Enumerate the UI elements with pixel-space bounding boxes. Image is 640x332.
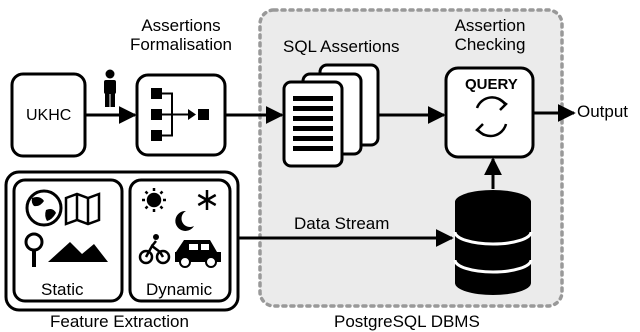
moon-icon: [175, 210, 194, 231]
cyclist-icon: [138, 234, 171, 265]
map-icon: [64, 192, 101, 226]
snowflake-icon: [197, 190, 217, 210]
person-icon: [104, 69, 116, 107]
ukhc-label: UKHC: [26, 107, 72, 124]
document-stack-icon: [282, 63, 380, 168]
feature-extraction-label: Feature Extraction: [50, 312, 189, 331]
data-stream-label: Data Stream: [294, 214, 390, 233]
car-icon: [175, 240, 221, 268]
sun-icon: [142, 188, 166, 212]
sql-assertions-label: SQL Assertions: [283, 37, 400, 56]
magnifier-icon: [24, 232, 44, 267]
assertions-formalisation-label: Assertions Formalisation: [129, 16, 233, 54]
refresh-cycle-icon: [475, 96, 508, 138]
static-label: Static: [41, 280, 84, 299]
assertion-checking-label: Assertion Checking: [454, 16, 526, 54]
globe-icon: [25, 189, 63, 227]
mountain-icon: [48, 242, 108, 262]
output-label: Output: [577, 102, 629, 121]
query-label: QUERY: [465, 76, 518, 93]
dynamic-label: Dynamic: [146, 280, 213, 299]
postgresql-dbms-label: PostgreSQL DBMS: [334, 312, 480, 331]
flowchart-icon: [151, 88, 209, 141]
database-icon: [453, 190, 533, 295]
